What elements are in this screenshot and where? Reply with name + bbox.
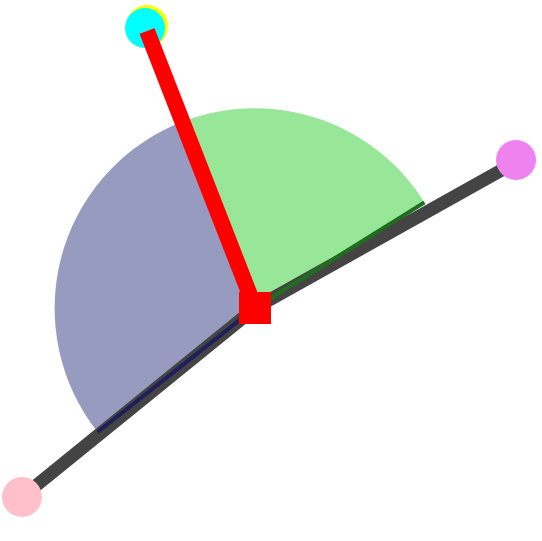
pivot-square[interactable] [239, 292, 271, 324]
base-line-right-segment [248, 155, 523, 315]
pointer-line[interactable] [139, 28, 263, 311]
left-endpoint-handle[interactable] [2, 477, 42, 517]
right-endpoint-handle[interactable] [496, 140, 536, 180]
left-sector-edge [96, 306, 257, 434]
right-sector-edge [253, 200, 426, 310]
